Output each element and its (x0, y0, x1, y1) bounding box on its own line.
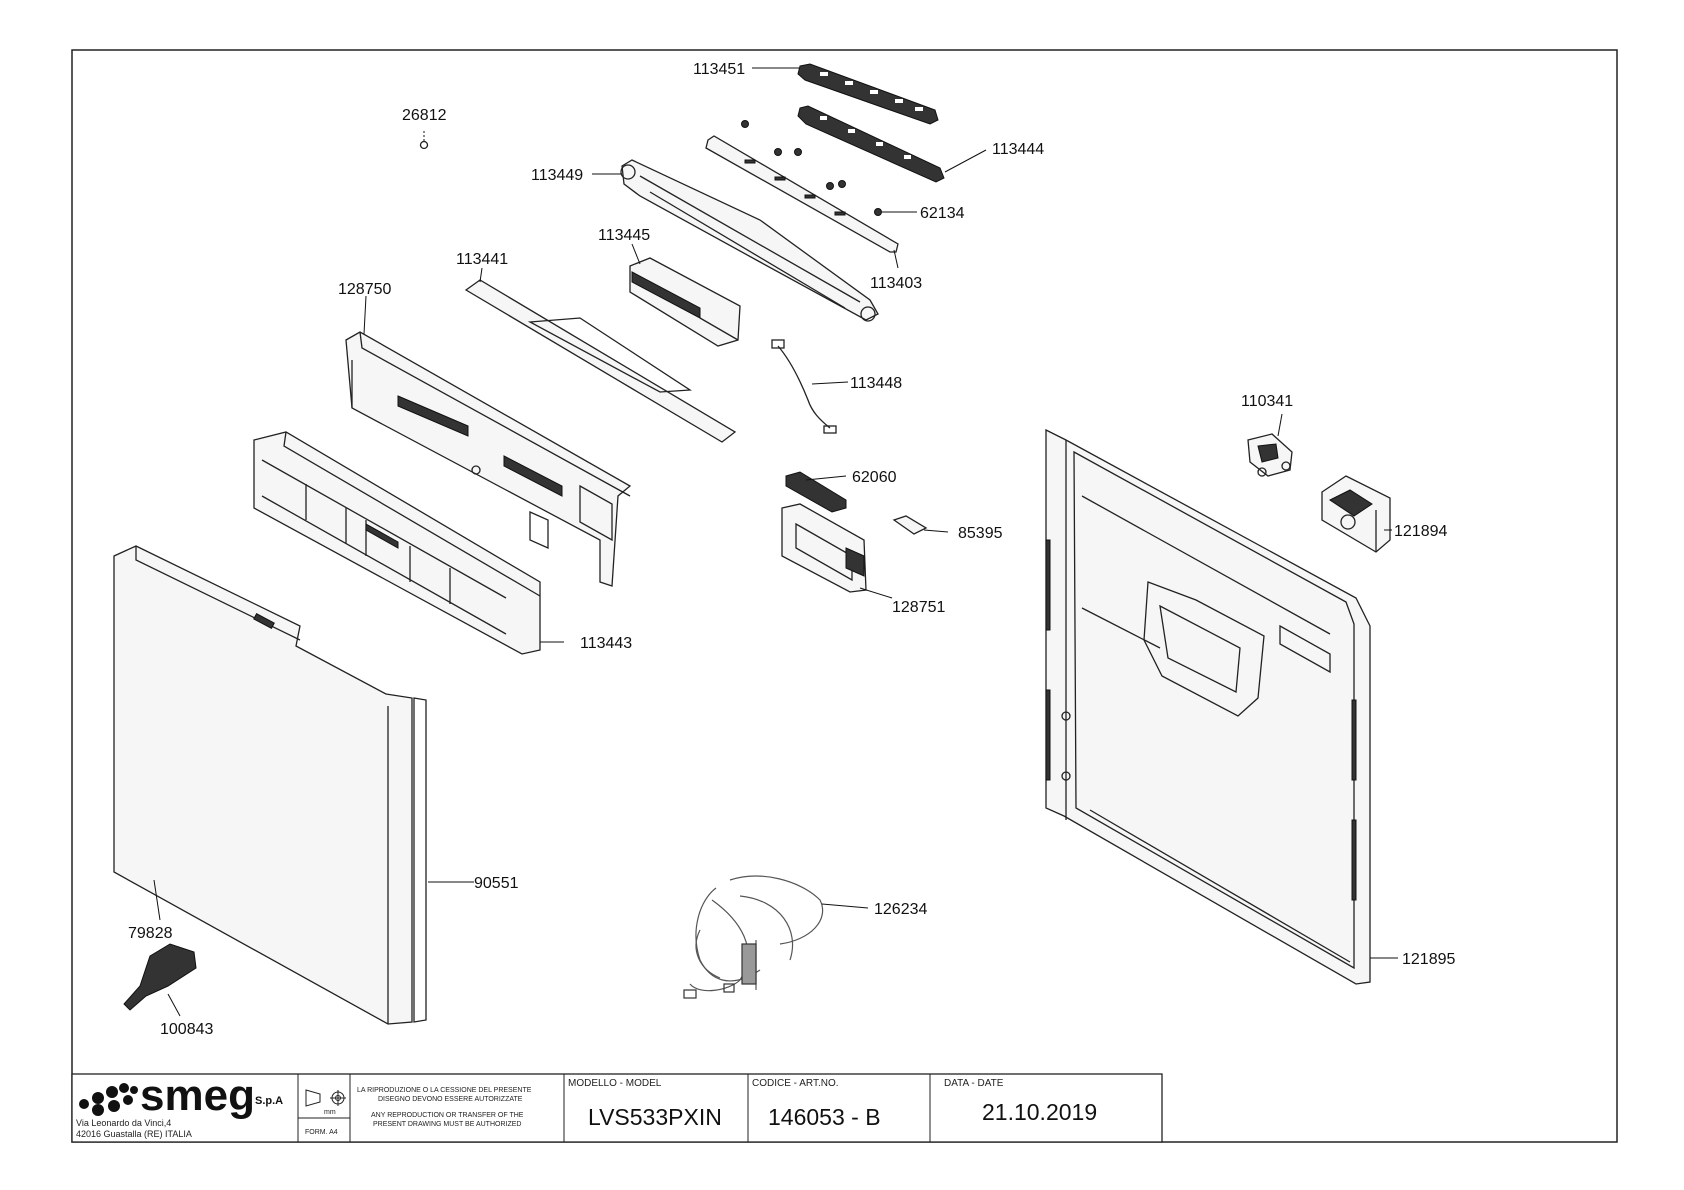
code-value: 146053 - B (768, 1104, 881, 1130)
brand-suffix: S.p.A (255, 1095, 283, 1107)
part-113443-panel (253, 431, 541, 655)
label-128750: 128750 (338, 281, 391, 298)
part-90551-strip (413, 697, 427, 1023)
date-value: 21.10.2019 (982, 1099, 1097, 1125)
label-62134: 62134 (920, 205, 965, 222)
title-block: smeg S.p.A Via Leonardo da Vinci,4 42016… (71, 1071, 1163, 1143)
part-26812-screw (419, 130, 429, 150)
code-heading: CODICE - ART.NO. (752, 1078, 839, 1089)
part-100843-film (123, 943, 197, 1011)
unit-label: mm (324, 1109, 336, 1116)
label-121894: 121894 (1394, 523, 1447, 540)
label-85395: 85395 (958, 525, 1003, 542)
part-126234-harness (683, 875, 824, 999)
part-79828-door (113, 545, 413, 1025)
brand-name: smeg (140, 1071, 255, 1120)
projection-symbol-icon (305, 1089, 346, 1107)
notice-it-1: LA RIPRODUZIONE O LA CESSIONE DEL PRESEN… (357, 1087, 532, 1094)
label-128751: 128751 (892, 599, 945, 616)
model-value: LVS533PXIN (588, 1104, 722, 1130)
leader-lines (153, 67, 1398, 1017)
part-113403-plate (705, 135, 899, 253)
label-126234: 126234 (874, 901, 927, 918)
part-62060-connector (785, 471, 847, 513)
label-110341: 110341 (1241, 393, 1293, 410)
part-113444-strip (797, 105, 945, 183)
part-121894-dispenser (1321, 475, 1391, 553)
part-110341-lock (1247, 433, 1293, 477)
model-heading: MODELLO - MODEL (568, 1078, 662, 1089)
part-128751-module (781, 503, 867, 593)
label-113443: 113443 (580, 635, 632, 652)
notice-en-1: ANY REPRODUCTION OR TRANSFER OF THE (371, 1112, 524, 1119)
date-heading: DATA - DATE (944, 1078, 1004, 1089)
smeg-logo-icon (79, 1083, 138, 1116)
notice-en-2: PRESENT DRAWING MUST BE AUTHORIZED (373, 1121, 521, 1128)
label-100843: 100843 (160, 1021, 213, 1038)
label-113451: 113451 (693, 61, 745, 78)
format-label: FORM. A4 (305, 1129, 338, 1136)
label-113449: 113449 (531, 167, 583, 184)
label-113441: 113441 (456, 251, 508, 268)
part-121895-inner-door (1045, 428, 1371, 985)
label-113444: 113444 (992, 141, 1044, 158)
label-79828: 79828 (128, 925, 173, 942)
part-113441-film (464, 279, 737, 443)
part-113448-cable (771, 339, 837, 434)
label-62060: 62060 (852, 469, 897, 486)
part-113449-frame (620, 159, 879, 322)
label-90551: 90551 (474, 875, 519, 892)
label-113445: 113445 (598, 227, 650, 244)
address-line-2: 42016 Guastalla (RE) ITALIA (76, 1129, 192, 1139)
label-26812: 26812 (402, 107, 447, 124)
screws-62134 (741, 120, 882, 216)
part-128750-housing (345, 331, 632, 587)
notice-it-2: DISEGNO DEVONO ESSERE AUTORIZZATE (378, 1096, 523, 1103)
label-113448: 113448 (850, 375, 902, 392)
label-113403: 113403 (870, 275, 922, 292)
part-85395-label (892, 515, 928, 535)
part-113451-strip (797, 63, 939, 125)
part-labels: 113451 26812 113444 113449 62134 113445 … (128, 61, 1455, 1038)
label-121895: 121895 (1402, 951, 1455, 968)
part-113445-board (629, 257, 741, 347)
address-line-1: Via Leonardo da Vinci,4 (76, 1118, 171, 1128)
